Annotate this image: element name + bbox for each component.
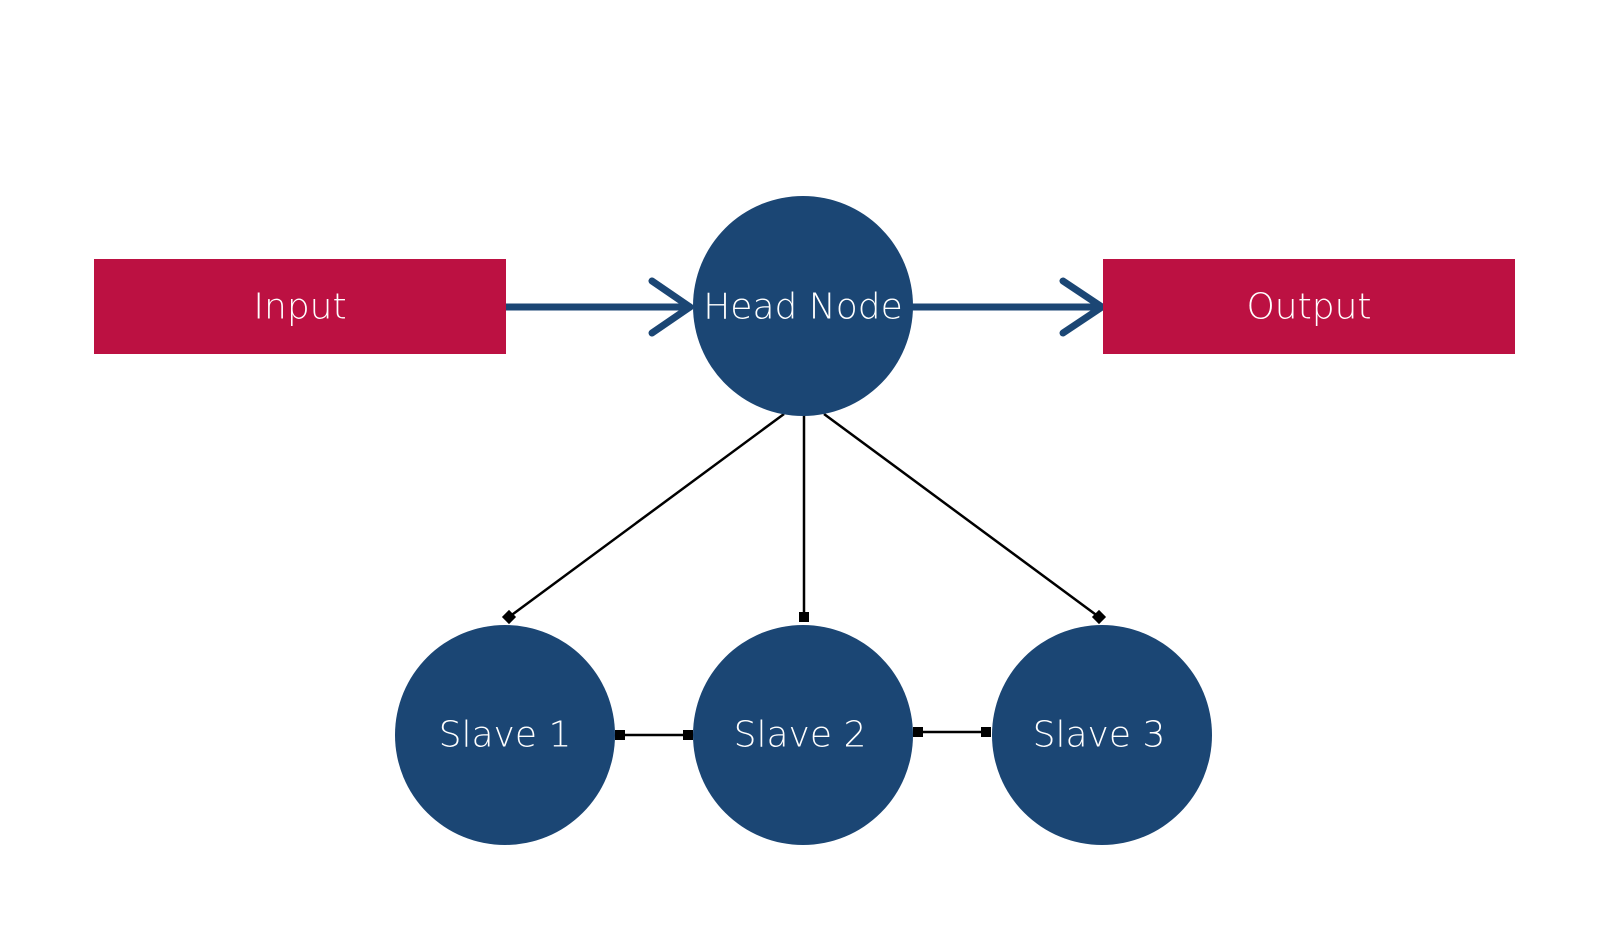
slave-node-2: Slave 2: [693, 625, 913, 845]
edge-input-to-head: [502, 277, 694, 337]
input-box: Input: [94, 259, 506, 354]
head-node: Head Node: [693, 196, 913, 416]
slave-node-1: Slave 1: [395, 625, 615, 845]
edge-head-to-slave1: [501, 412, 785, 625]
output-label: Output: [1246, 287, 1371, 328]
head-node-label: Head Node: [703, 287, 903, 328]
edge-slave1-to-slave2: [615, 730, 693, 740]
slave-1-label: Slave 1: [439, 715, 572, 756]
edge-head-to-slave3: [823, 412, 1107, 625]
slave-2-label: Slave 2: [734, 715, 867, 756]
edge-head-to-slave2: [799, 414, 809, 622]
input-label: Input: [253, 287, 346, 328]
slave-node-3: Slave 3: [992, 625, 1212, 845]
edge-head-to-output: [909, 277, 1106, 337]
slave-3-label: Slave 3: [1033, 715, 1166, 756]
edge-slave2-to-slave3: [913, 727, 991, 737]
output-box: Output: [1103, 259, 1515, 354]
